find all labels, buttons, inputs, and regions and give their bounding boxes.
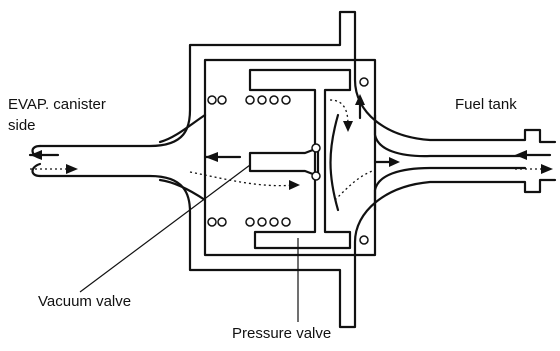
vacuum-valve-label: Vacuum valve	[38, 293, 132, 310]
pressure-valve-label: Pressure valve	[232, 325, 332, 342]
fuel-tank-label: Fuel tank	[455, 96, 517, 113]
flow-arrows	[28, 94, 553, 201]
spring-lower	[207, 217, 369, 245]
valve-housing-outline	[31, 10, 557, 329]
canister-side-label-line2: side	[8, 117, 36, 134]
vacuum-valve	[248, 143, 321, 181]
spring-upper	[207, 77, 369, 105]
canister-side-label-line1: EVAP. canister	[8, 96, 106, 113]
vacuum-valve-leader	[79, 164, 251, 293]
